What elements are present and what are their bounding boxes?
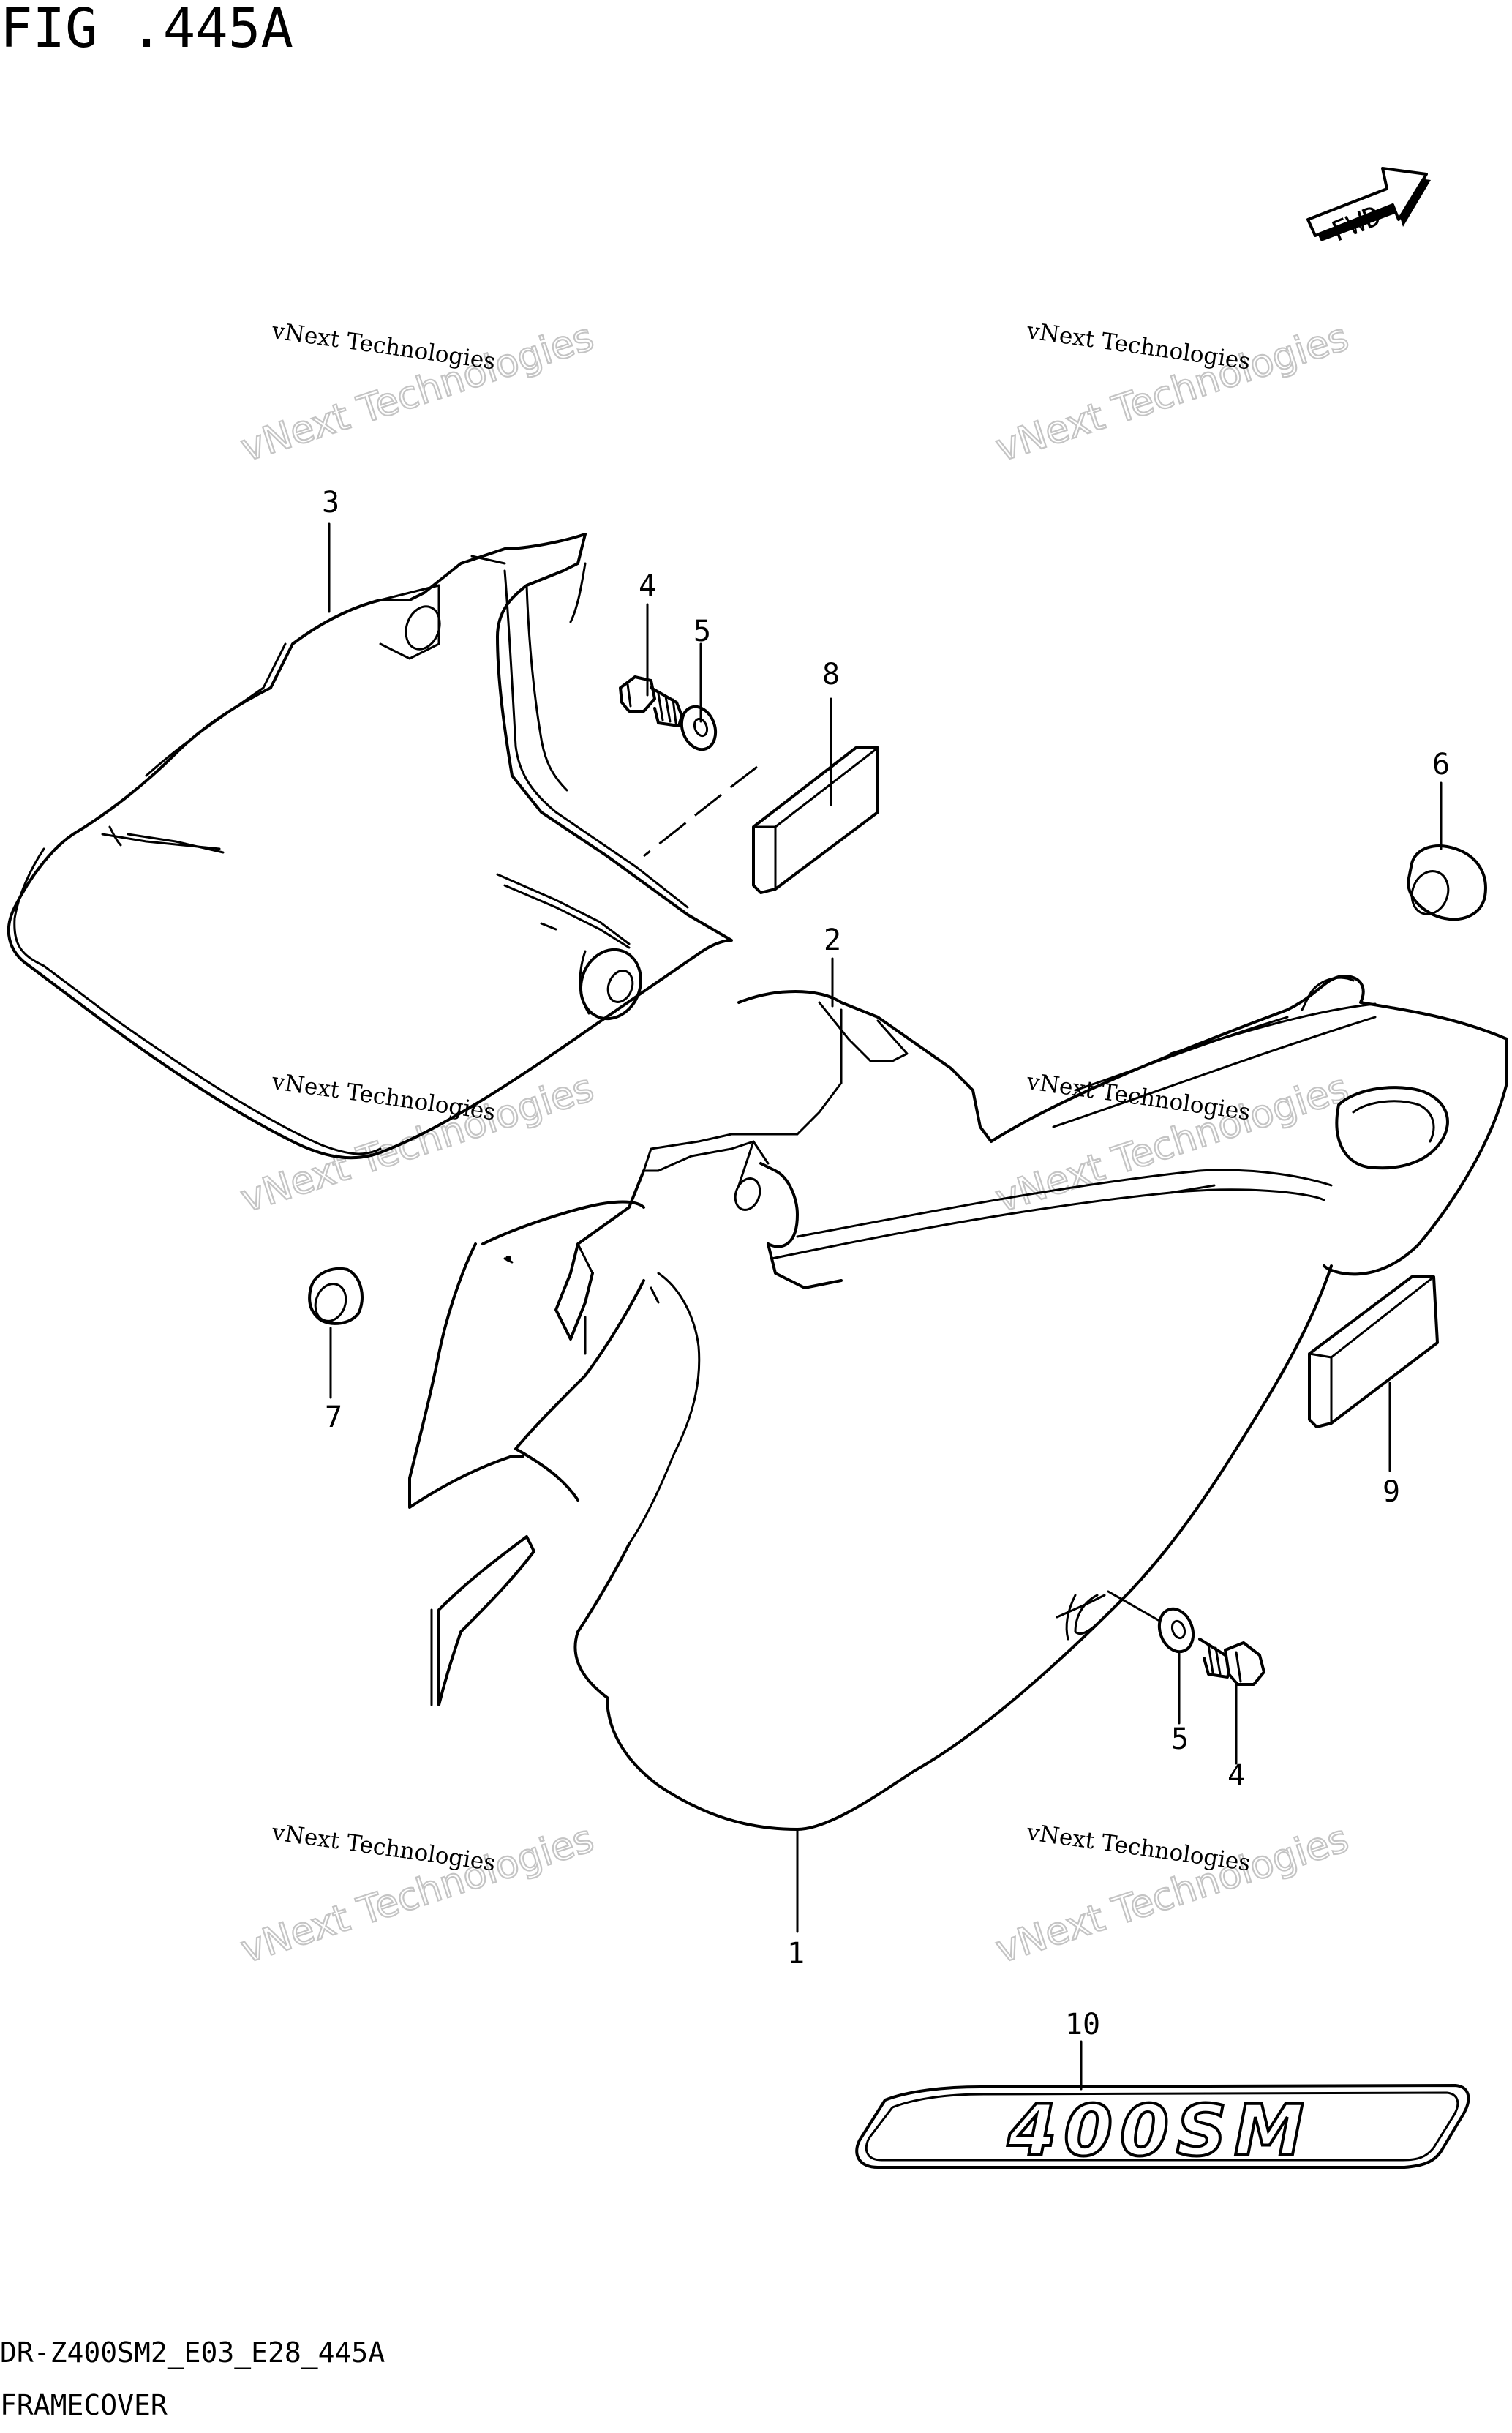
watermark-bottom-left: vNext Technologies vNext Technologies: [235, 1816, 600, 1973]
callout-5-upper: 5: [693, 615, 711, 648]
svg-text:vNext Technologies: vNext Technologies: [270, 1068, 497, 1126]
leader-dashed: [643, 765, 758, 858]
callout-8: 8: [822, 658, 840, 691]
part-5-washer-lower: [1157, 1607, 1195, 1654]
callout-1: 1: [787, 1937, 805, 1971]
callout-10: 10: [1065, 2008, 1100, 2042]
callout-4-lower: 4: [1227, 1759, 1245, 1793]
part-4-bolt-lower: [1198, 1638, 1265, 1686]
part-7-grommet: [308, 1267, 364, 1325]
part-3-upper-cover: [7, 533, 733, 1160]
watermark-mid-right: vNext Technologies vNext Technologies: [990, 1065, 1355, 1223]
watermark-top-left: vNext Technologies vNext Technologies: [235, 315, 600, 472]
part-9-pad: [1308, 1275, 1439, 1428]
callout-leaders: [328, 522, 1443, 2091]
watermark-mid-left: vNext Technologies vNext Technologies: [235, 1065, 600, 1223]
part-6-grommet: [1407, 844, 1487, 921]
fwd-arrow-icon: FWD: [1306, 167, 1431, 248]
svg-text:vNext Technologies: vNext Technologies: [1025, 318, 1252, 375]
callout-4-upper: 4: [639, 569, 656, 603]
emblem-text: 400SM: [1007, 2090, 1311, 2172]
watermark-top-right: vNext Technologies vNext Technologies: [990, 315, 1355, 472]
callout-labels: 1 2 3 4 4 5 5 6 7 8 9 10: [322, 486, 1450, 2042]
svg-text:vNext Technologies: vNext Technologies: [270, 318, 497, 375]
figure-title: FIG .445A: [0, 0, 293, 60]
part-10-emblem: 400SM: [855, 2084, 1470, 2173]
figure-caption: FRAMECOVER: [0, 2389, 168, 2421]
callout-5-lower: 5: [1171, 1722, 1189, 1756]
leader-bolt-lower: [1107, 1590, 1161, 1622]
callout-6: 6: [1432, 748, 1450, 781]
part-4-bolt-upper: [619, 675, 683, 727]
watermark-bottom-right: vNext Technologies vNext Technologies: [990, 1816, 1355, 1973]
svg-text:vNext Technologies: vNext Technologies: [1025, 1819, 1252, 1877]
part-5-washer-upper: [680, 705, 718, 751]
callout-9: 9: [1383, 1475, 1400, 1509]
model-code: DR-Z400SM2_E03_E28_445A: [0, 2336, 385, 2369]
callout-3: 3: [322, 486, 339, 520]
part-8-pad: [752, 746, 879, 894]
callout-2: 2: [824, 923, 841, 957]
callout-7: 7: [325, 1401, 342, 1434]
svg-text:vNext Technologies: vNext Technologies: [270, 1819, 497, 1877]
part-2-frame-cover: [408, 975, 1508, 1831]
